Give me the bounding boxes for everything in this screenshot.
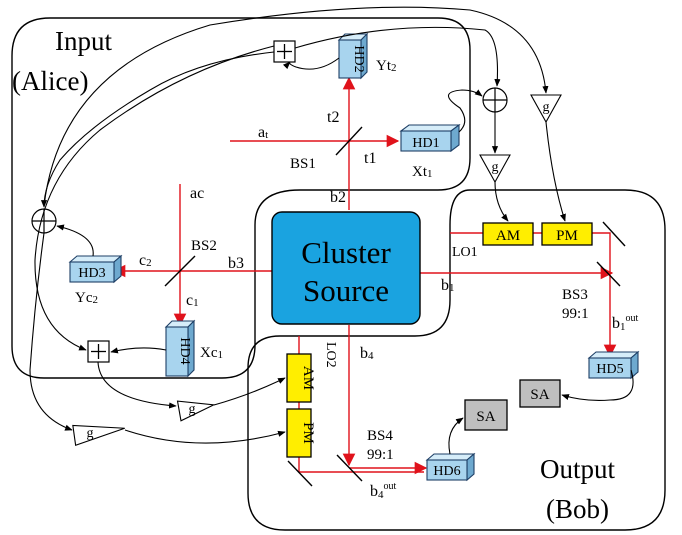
beam-splitter-bs3: [596, 261, 621, 287]
wire-hd3-circle: [56, 224, 94, 257]
label-c1: c1: [186, 292, 199, 309]
hd5-label: HD5: [596, 362, 623, 377]
mirror-lo2: [287, 460, 313, 487]
adder-box-top: [273, 40, 296, 63]
label-b3: b3: [228, 255, 244, 272]
hd1-label: HD1: [412, 136, 439, 151]
hd6-label: HD6: [433, 464, 460, 479]
beam-splitter-bs1: [335, 126, 363, 156]
amplitude-modulator-2: AM: [286, 353, 316, 403]
output-region-subtitle: (Bob): [546, 494, 609, 524]
wire-arc-to-gain2: [43, 6, 549, 207]
cluster-source-box: [271, 211, 421, 325]
wire-circle-gain4: [29, 232, 73, 431]
label-t1: t1: [364, 150, 376, 167]
label-bs4-ratio: 99:1: [367, 447, 394, 463]
gain-4-label: g: [87, 426, 94, 441]
wire-topadder-bottomadder: [34, 45, 275, 351]
cluster-source-label-2: Source: [303, 273, 389, 308]
phase-modulator-2: PM: [286, 408, 316, 458]
homodyne-detector-hd5: HD5: [587, 350, 640, 380]
gain-amp-2: g: [530, 94, 562, 124]
homodyne-detector-hd6: HD6: [425, 452, 476, 482]
label-bs3-ratio: 99:1: [562, 306, 589, 322]
wire-gain3-am2: [213, 377, 286, 406]
label-lo2: LO2: [323, 342, 338, 368]
wire-hd2-adder: [282, 57, 340, 70]
homodyne-detector-hd1: HD1: [399, 123, 461, 153]
wire-gain1-am1: [494, 181, 509, 222]
alice-input-region: [11, 17, 471, 379]
homodyne-detector-hd3: HD3: [68, 254, 123, 284]
gain-amp-1: g: [479, 154, 511, 184]
hd3-label: HD3: [78, 266, 105, 281]
gain-2-label: g: [543, 100, 550, 115]
gain-amp-4: g: [72, 424, 125, 446]
input-region-subtitle: (Alice): [12, 66, 88, 96]
spectrum-analyzer-1: SA: [519, 379, 561, 408]
adder-box-bottom: [87, 340, 110, 363]
wire-hd5-sa1: [561, 369, 634, 401]
label-xc1: Xc1: [200, 345, 223, 361]
phase-modulator-1: PM: [541, 222, 593, 246]
label-b2: b2: [330, 189, 346, 206]
hd2-label: HD2: [351, 45, 366, 72]
beam-splitter-bs4: [336, 454, 363, 482]
sa1-label: SA: [530, 387, 549, 403]
label-lo1: LO1: [452, 245, 478, 260]
wire-hd6-sa2: [448, 417, 464, 455]
homodyne-detector-hd4: HD4: [164, 319, 196, 378]
label-yt2: Yt2: [376, 58, 397, 74]
hd4-label: HD4: [177, 337, 192, 364]
adder-circle-left: [31, 208, 57, 234]
amplitude-modulator-1: AM: [482, 222, 534, 246]
label-t2: t2: [327, 109, 339, 126]
label-yc2: Yc2: [75, 290, 98, 306]
pm2-label: PM: [300, 422, 316, 444]
sa2-label: SA: [476, 409, 495, 425]
homodyne-detector-hd2: HD2: [337, 32, 369, 80]
label-b4out: b4out: [370, 481, 397, 501]
gain-3-label: g: [189, 402, 196, 417]
wire-adder-to-circle: [294, 26, 501, 87]
label-b1: b1: [441, 277, 455, 294]
label-c2: c2: [139, 252, 152, 269]
input-region-title: Input: [55, 26, 112, 56]
wire-gain4-pm2: [124, 429, 286, 444]
wire-bottomadder-gain3: [97, 361, 177, 409]
label-bs2: BS2: [191, 238, 217, 254]
gain-amp-3: g: [176, 400, 216, 422]
label-bs4: BS4: [367, 428, 393, 444]
wire-adder-top-to-left: [40, 51, 275, 208]
bob-output-region: [247, 189, 666, 531]
adder-circle-top: [482, 87, 508, 113]
gain-1-label: g: [492, 160, 499, 175]
label-b4: b4: [360, 345, 374, 362]
spectrum-analyzer-2: SA: [464, 399, 508, 431]
label-bs1: BS1: [290, 156, 316, 172]
wire-hd1-circle: [447, 89, 483, 133]
label-ac: ac: [190, 185, 204, 202]
pm1-label: PM: [556, 228, 578, 244]
cluster-source-label-1: Cluster: [301, 235, 391, 270]
wire-gain2-pm1: [545, 121, 566, 222]
label-xt1: Xt1: [412, 164, 433, 180]
output-region-title: Output: [540, 454, 616, 484]
label-b1out: b1out: [612, 313, 639, 333]
mirror-lo1: [602, 221, 626, 247]
label-bs3: BS3: [562, 287, 588, 303]
am2-label: AM: [300, 366, 316, 390]
label-at: at: [258, 124, 268, 141]
am1-label: AM: [496, 228, 520, 244]
wire-hd4-adder: [110, 347, 167, 354]
beam-splitter-bs2: [164, 255, 196, 287]
